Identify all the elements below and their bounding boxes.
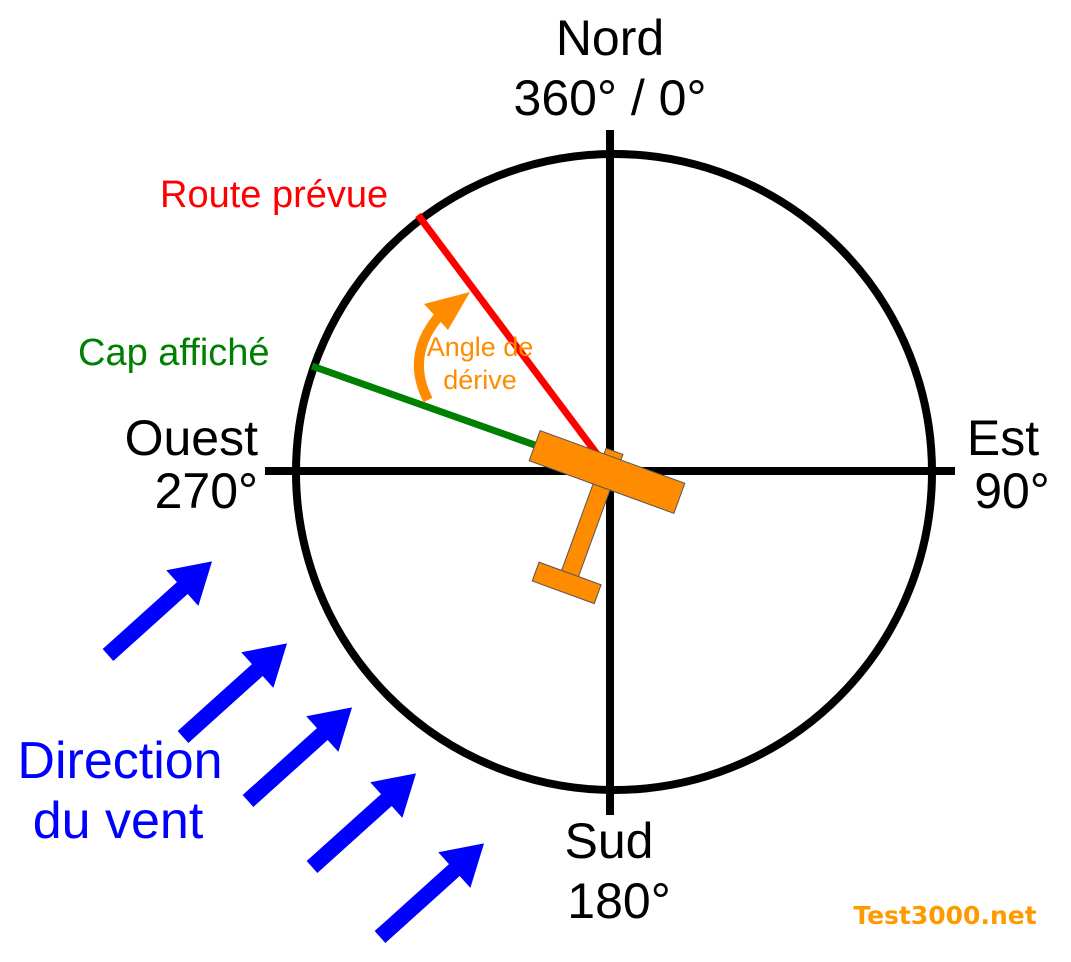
drift-arrowhead (424, 292, 470, 330)
south-degrees: 180° (567, 873, 670, 929)
drift-angle-label-line1: Angle de (427, 332, 534, 362)
west-degrees: 270° (155, 463, 258, 519)
wind-arrow (374, 843, 485, 943)
west-label: Ouest (125, 410, 259, 466)
wind-label-line1: Direction (17, 732, 222, 790)
airplane-icon (528, 429, 686, 605)
wind-arrows (102, 561, 485, 943)
east-label: Est (967, 410, 1039, 466)
drift-arc (413, 311, 444, 403)
wind-arrow (306, 773, 417, 873)
north-label: Nord (556, 10, 664, 66)
wind-arrow (242, 707, 353, 807)
wind-label-line2: du vent (33, 792, 204, 850)
south-label: Sud (565, 813, 654, 869)
airplane-tail (531, 561, 602, 605)
wind-arrow (177, 643, 288, 743)
drift-angle-label-line2: dérive (443, 365, 517, 395)
route-line (415, 212, 606, 465)
airplane-wing (528, 429, 686, 515)
east-degrees: 90° (974, 463, 1050, 519)
watermark-text: Test3000.net (853, 901, 1036, 930)
heading-label: Cap affiché (78, 332, 270, 374)
route-label: Route prévue (160, 174, 388, 216)
wind-arrow (102, 561, 213, 661)
north-degrees: 360° / 0° (514, 70, 707, 126)
